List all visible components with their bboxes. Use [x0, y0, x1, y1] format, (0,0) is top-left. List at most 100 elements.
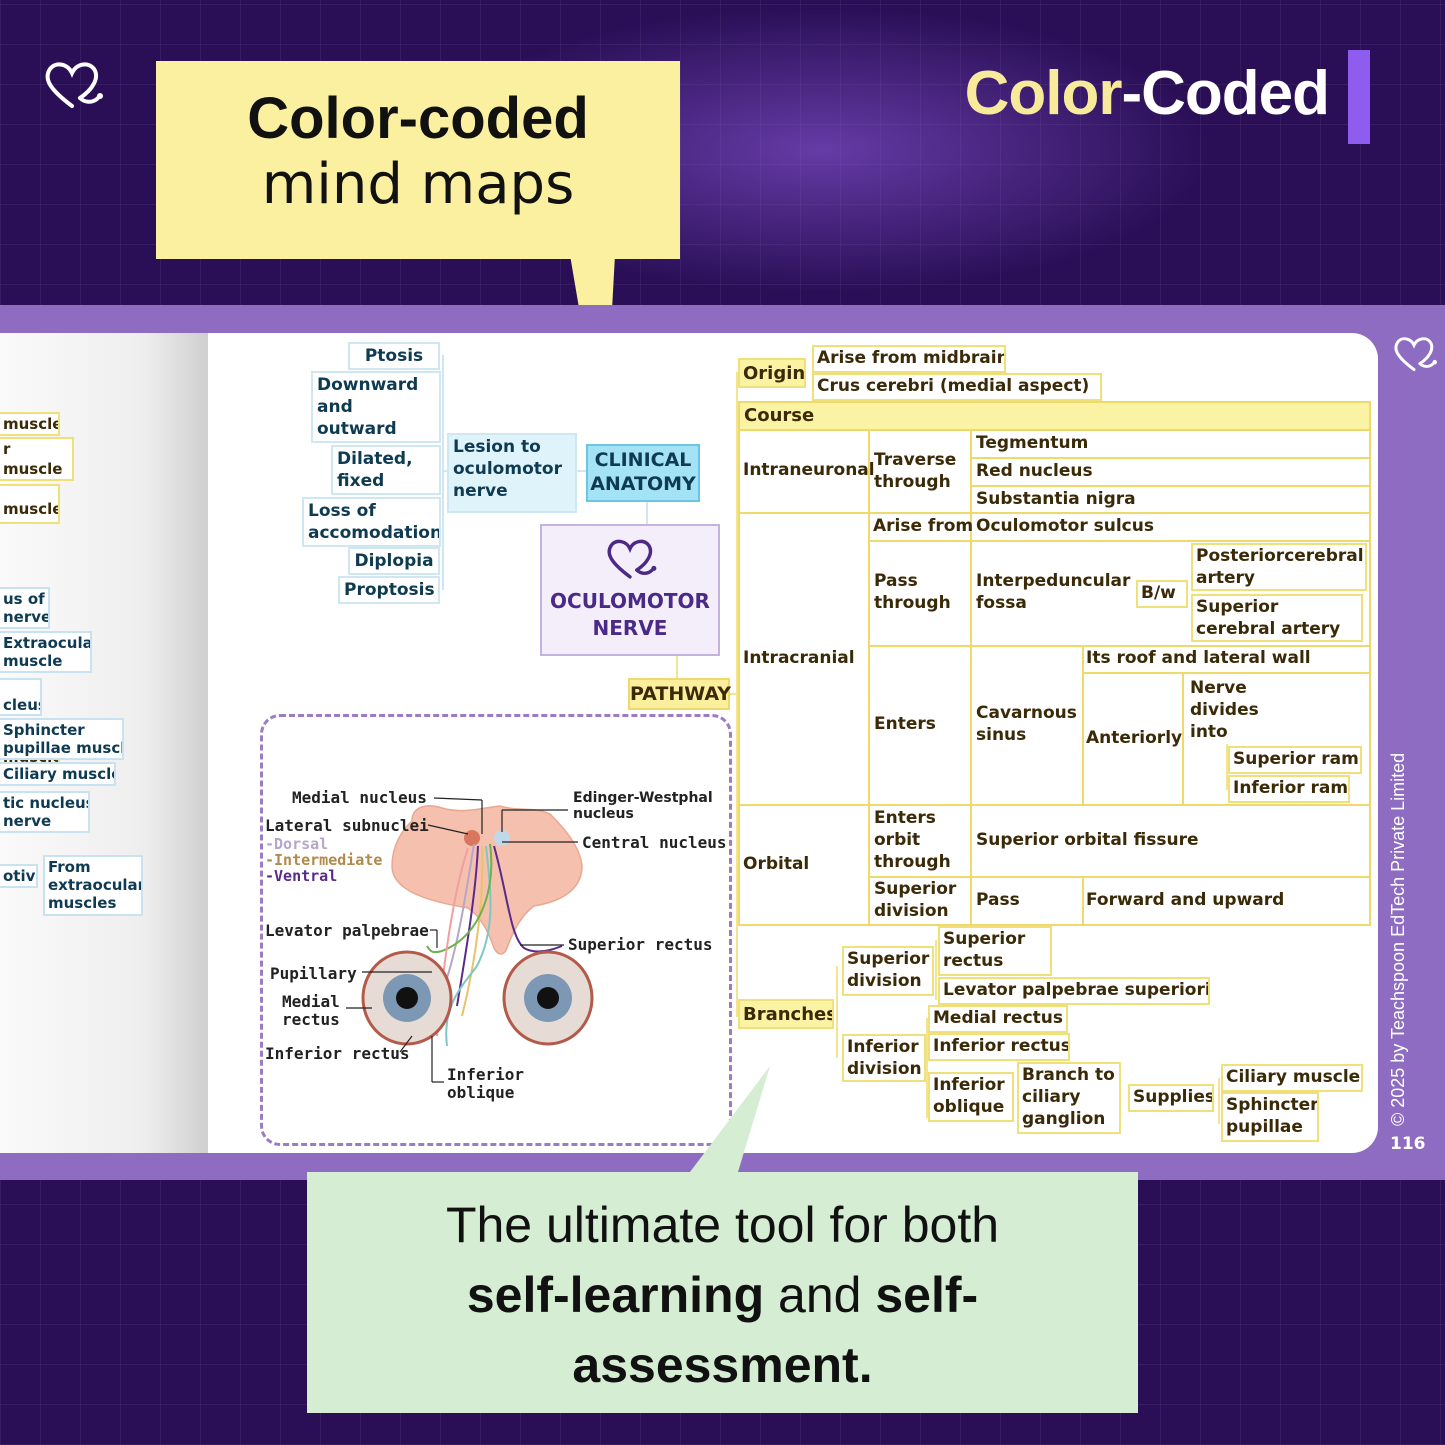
arise-from: Arise from	[873, 516, 974, 536]
left-item: cleus	[0, 678, 42, 716]
branch-inferior-oblique: Inferior oblique	[928, 1072, 1014, 1122]
connector	[935, 940, 937, 1000]
grid-line	[1182, 672, 1184, 804]
label-lateral-subnuclei: Lateral subnuclei	[265, 816, 429, 835]
label-intermediate: -Intermediate	[265, 851, 383, 869]
grid-line	[868, 876, 1371, 878]
grid-line	[1082, 876, 1084, 926]
connector	[442, 470, 450, 472]
grid-line	[1082, 645, 1084, 804]
callout-pointer-bottom	[690, 1066, 770, 1172]
callout-self-learning: The ultimate tool for both self-learning…	[307, 1172, 1138, 1413]
superior-division-orbital: Superior division	[874, 879, 957, 921]
branch-medial-rectus: Medial rectus	[928, 1005, 1068, 1033]
branch-superior-rectus: Superior rectus	[938, 926, 1052, 976]
tegmentum: Tegmentum	[976, 433, 1089, 453]
origin-label: Origin	[738, 358, 806, 388]
connector	[1226, 744, 1228, 790]
orbital: Orbital	[743, 854, 810, 874]
sign-diplopia: Diplopia	[348, 547, 440, 575]
sign-pupil: Dilated, fixed pupil	[331, 445, 441, 495]
traverse-through: Traverse through	[874, 450, 957, 492]
header-accent-bar	[1348, 50, 1370, 144]
nerve-divides: Nerve divides into	[1190, 678, 1259, 743]
connector	[676, 656, 678, 678]
red-nucleus: Red nucleus	[976, 461, 1093, 481]
heart-stethoscope-icon	[607, 539, 657, 579]
midbrain-eyes-diagram	[346, 797, 594, 1083]
course-label: Course	[744, 405, 815, 426]
grid-line	[1082, 672, 1371, 674]
center-title-2: NERVE	[592, 616, 668, 640]
anteriorly: Anteriorly	[1086, 728, 1183, 748]
left-item: Ciliary muscle	[0, 762, 116, 786]
oculomotor-nerve-node: OCULOMOTOR NERVE	[540, 524, 720, 656]
grid-line	[970, 457, 1371, 459]
copyright-text: © 2025 by Teachspoon EdTech Private Limi…	[1388, 753, 1408, 1126]
intracranial: Intracranial	[743, 648, 855, 668]
pathway-node: PATHWAY	[628, 678, 731, 710]
grid-line	[738, 512, 1371, 514]
center-title-1: OCULOMOTOR	[550, 589, 710, 613]
sign-proptosis: Proptosis	[338, 576, 440, 604]
label-pupillary: Pupillary	[270, 964, 357, 983]
header-title: Color-Coded	[964, 59, 1330, 128]
callout-mind-maps: Color-coded mind maps	[156, 61, 680, 259]
interpeduncular-fossa: Interpeduncular fossa	[976, 571, 1131, 613]
inferior-division: Inferior division	[842, 1034, 926, 1082]
branches-label: Branches	[738, 999, 834, 1029]
enters-orbit: Enters orbit through	[874, 808, 951, 872]
label-central-nucleus: Central nucleus	[582, 833, 727, 852]
grid-line	[868, 540, 1371, 542]
page-number: 116	[1390, 1134, 1426, 1154]
label-inferior-rectus: Inferior rectus	[265, 1044, 410, 1063]
forward-upward: Forward and upward	[1086, 890, 1285, 910]
sign-accomodation: Loss of accomodation	[302, 497, 441, 547]
page-heart-icon	[1394, 337, 1437, 372]
label-medial-nucleus: Medial nucleus	[292, 788, 427, 807]
branch-to-ciliary-ganglion: Branch to ciliary ganglion	[1017, 1062, 1121, 1134]
cavernous-sinus: Cavarnous sinus	[976, 703, 1077, 745]
superior-division: Superior division	[842, 946, 934, 996]
oculomotor-sulcus: Oculomotor sulcus	[976, 516, 1154, 536]
label-dorsal: -Dorsal	[265, 835, 329, 853]
grid-line	[868, 645, 1371, 647]
grid-line	[738, 429, 1371, 431]
ciliary-muscle: Ciliary muscle	[1221, 1064, 1363, 1092]
left-item: muscle	[0, 484, 60, 524]
label-superior-rectus: Superior rectus	[568, 935, 713, 954]
posterior-cerebral-artery: Posteriorcerebral artery	[1191, 543, 1367, 591]
clinical-anatomy-node: CLINICAL ANATOMY	[586, 444, 700, 502]
label-levator: Levator palpebrae	[265, 921, 429, 940]
connector	[442, 355, 444, 590]
grid-line	[970, 485, 1371, 487]
sign-gaze: Downward and outward gaze	[311, 371, 441, 443]
logo-heart-icon	[45, 62, 103, 108]
connector	[646, 502, 648, 524]
left-item: muscle	[0, 412, 60, 436]
grid-line	[738, 804, 1371, 806]
inferior-rami: Inferior rami	[1228, 775, 1350, 803]
superior-cerebral-artery: Superior cerebral artery	[1191, 594, 1363, 642]
connector	[1218, 1078, 1220, 1124]
bw-label: B/w	[1136, 580, 1188, 608]
label-ventral: -Ventral	[265, 867, 338, 885]
branch-levator: Levator palpebrae superioris	[938, 977, 1210, 1005]
pass: Pass	[976, 890, 1020, 910]
supplies: Supplies	[1128, 1084, 1214, 1112]
substantia-nigra: Substantia nigra	[976, 489, 1136, 509]
left-item: otive	[0, 864, 38, 888]
origin-item: Arise from midbrain	[812, 345, 1006, 373]
pass-through: Pass through	[874, 571, 951, 613]
sign-ptosis: Ptosis	[348, 342, 440, 370]
diagram-frame	[260, 714, 732, 1146]
connector	[836, 966, 838, 1058]
sphincter-pupillae: Sphincter pupillae	[1221, 1092, 1319, 1142]
